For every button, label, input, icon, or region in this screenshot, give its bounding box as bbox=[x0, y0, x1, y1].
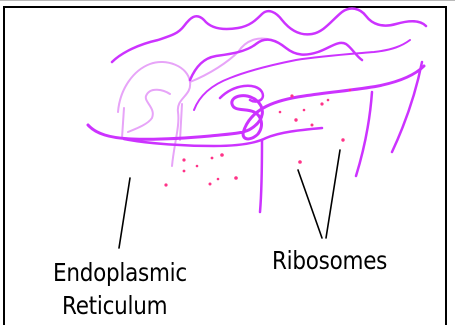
ribosome-dot bbox=[183, 170, 186, 173]
ribosome-dot bbox=[320, 102, 323, 105]
ribosome-dot bbox=[279, 111, 282, 114]
ribosome-pointer-right bbox=[326, 150, 340, 238]
ribosome-dot bbox=[196, 165, 199, 168]
er-membrane-middle-fold-2 bbox=[194, 40, 410, 110]
ribosome-dot bbox=[209, 183, 212, 186]
er-membrane-back-fold-2 bbox=[128, 90, 170, 132]
er-membrane-back-fold-1 bbox=[118, 62, 190, 166]
er-membrane-edge-mid bbox=[356, 92, 372, 176]
ribosome-dot bbox=[303, 109, 306, 112]
er-membrane-back-fold-3 bbox=[190, 39, 272, 83]
ribosome-dot bbox=[349, 89, 352, 92]
er-label-pointer bbox=[119, 178, 130, 248]
ribosome-dot bbox=[220, 153, 224, 157]
endoplasmic-reticulum-label-line2: Reticulum bbox=[62, 292, 167, 320]
endoplasmic-reticulum-label-line1: Endoplasmic bbox=[53, 259, 187, 287]
er-membrane-bottom-edge bbox=[124, 128, 322, 146]
ribosome-dot bbox=[164, 183, 167, 186]
er-membrane-edge-right bbox=[392, 62, 422, 152]
er-membrane-top-outline bbox=[112, 9, 426, 62]
ribosome-dot bbox=[182, 158, 185, 161]
er-membrane-edge-left bbox=[260, 140, 262, 212]
ribosome-dot bbox=[234, 176, 238, 180]
ribosome-dot bbox=[290, 94, 293, 97]
ribosome-pointer-left bbox=[298, 170, 322, 238]
ribosome-dot bbox=[327, 99, 330, 102]
er-membrane-middle-fold bbox=[190, 40, 362, 80]
ribosome-dot bbox=[217, 178, 220, 181]
ribosome-dot bbox=[294, 118, 297, 121]
ribosome-dot bbox=[298, 160, 302, 164]
ribosome-dot bbox=[211, 157, 214, 160]
ribosome-dot bbox=[311, 124, 314, 127]
ribosomes-label: Ribosomes bbox=[272, 247, 387, 275]
ribosome-dot bbox=[341, 138, 344, 141]
